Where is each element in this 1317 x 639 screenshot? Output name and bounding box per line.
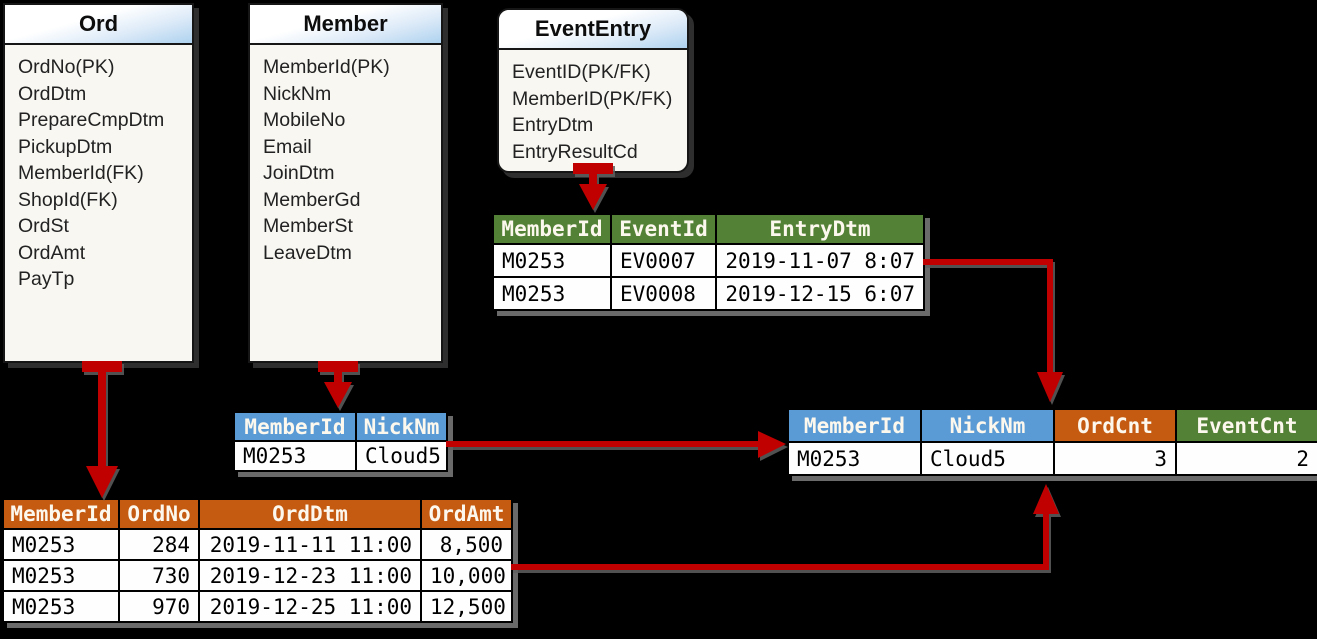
cell-ordamt: 8,500 [420, 528, 513, 561]
entity-field: ShopId(FK) [18, 188, 118, 211]
entity-field: MobileNo [263, 109, 346, 131]
cell-orddtm: 2019-12-25 11:00 [198, 590, 422, 623]
entity-field: JoinDtm [263, 162, 335, 184]
entity-field: LeaveDtm [263, 241, 352, 264]
col-header-memberid: MemberId [492, 213, 612, 245]
entity-box-evententry: EventEntry EventID(PK/FK) MemberID(PK/FK… [497, 8, 689, 173]
entity-field: MemberSt [263, 215, 353, 237]
table-header-row: MemberId EventId EntryDtm [492, 213, 925, 245]
arrow-ord-to-ordtable-icon [82, 361, 122, 498]
table-row: M0253 Cloud5 [233, 440, 448, 472]
table-row: M0253 EV0007 2019-11-07 8:07 [492, 243, 925, 278]
entity-title-evententry: EventEntry [499, 10, 687, 50]
entity-field: MemberGd [263, 188, 361, 211]
cell-ordno: 730 [118, 559, 200, 592]
entity-title-ord: Ord [5, 5, 192, 45]
col-header-nicknm: NickNm [920, 408, 1055, 443]
entity-field-list-member: MemberId(PK) NickNm MobileNo Email JoinD… [250, 45, 441, 266]
entity-title-text: Member [303, 11, 388, 36]
cell-ordno: 284 [118, 528, 200, 561]
cell-entrydtm: 2019-12-15 6:07 [715, 276, 925, 311]
arrow-member-to-membertable-icon [318, 361, 358, 408]
cell-ordamt: 12,500 [420, 590, 513, 623]
col-header-memberid: MemberId [233, 411, 357, 442]
cell-nicknm: Cloud5 [355, 440, 448, 472]
entity-field: EventID(PK/FK) [512, 61, 651, 83]
cell-memberid: M0253 [492, 276, 612, 311]
arrow-ordtable-to-result-icon [511, 484, 1059, 570]
col-header-orddtm: OrdDtm [198, 498, 422, 530]
col-header-memberid: MemberId [2, 498, 120, 530]
entity-field: EntryDtm [512, 114, 594, 136]
cell-memberid: M0253 [492, 243, 612, 278]
cell-orddtm: 2019-12-23 11:00 [198, 559, 422, 592]
arrow-membertable-to-result-icon [446, 431, 786, 458]
table-row: M0253 EV0008 2019-12-15 6:07 [492, 276, 925, 311]
cell-ordno: 970 [118, 590, 200, 623]
table-row: M0253 Cloud5 3 2 [787, 441, 1317, 476]
entity-field: PrepareCmpDtm [18, 109, 165, 131]
entity-field: OrdAmt [18, 241, 86, 264]
col-header-ordcnt: OrdCnt [1053, 408, 1177, 443]
col-header-eventid: EventId [610, 213, 717, 245]
cell-nicknm: Cloud5 [920, 441, 1055, 476]
table-row: M0253 730 2019-12-23 11:00 10,000 [2, 559, 513, 592]
entity-field-list-evententry: EventID(PK/FK) MemberID(PK/FK) EntryDtm … [499, 50, 687, 165]
table-ord-data: MemberId OrdNo OrdDtm OrdAmt M0253 284 2… [2, 498, 513, 623]
cell-eventcnt: 2 [1175, 441, 1317, 476]
table-header-row: MemberId NickNm [233, 411, 448, 442]
table-join-result: MemberId NickNm OrdCnt EventCnt M0253 Cl… [787, 408, 1317, 476]
table-row: M0253 284 2019-11-11 11:00 8,500 [2, 528, 513, 561]
entity-box-ord: Ord OrdNo(PK) OrdDtm PrepareCmpDtm Picku… [3, 3, 194, 363]
table-header-row: MemberId OrdNo OrdDtm OrdAmt [2, 498, 513, 530]
table-member-data: MemberId NickNm M0253 Cloud5 [233, 411, 448, 472]
cell-memberid: M0253 [787, 441, 922, 476]
col-header-ordno: OrdNo [118, 498, 200, 530]
cell-memberid: M0253 [233, 440, 357, 472]
cell-memberid: M0253 [2, 559, 120, 592]
entity-title-member: Member [250, 5, 441, 45]
col-header-memberid: MemberId [787, 408, 922, 443]
col-header-nicknm: NickNm [355, 411, 448, 442]
entity-field: MemberID(PK/FK) [512, 87, 673, 110]
entity-field: PickupDtm [18, 135, 113, 158]
cell-eventid: EV0008 [610, 276, 717, 311]
entity-field: NickNm [263, 82, 332, 105]
table-row: M0253 970 2019-12-25 11:00 12,500 [2, 590, 513, 623]
entity-field: PayTp [18, 268, 75, 290]
cell-ordcnt: 3 [1053, 441, 1177, 476]
entity-field: EntryResultCd [512, 140, 638, 163]
cell-ordamt: 10,000 [420, 559, 513, 592]
cell-memberid: M0253 [2, 528, 120, 561]
cell-memberid: M0253 [2, 590, 120, 623]
entity-title-text: EventEntry [534, 16, 652, 41]
col-header-ordamt: OrdAmt [420, 498, 513, 530]
entity-field: OrdSt [18, 215, 69, 237]
col-header-eventcnt: EventCnt [1175, 408, 1317, 443]
entity-box-member: Member MemberId(PK) NickNm MobileNo Emai… [248, 3, 443, 363]
table-header-row: MemberId NickNm OrdCnt EventCnt [787, 408, 1317, 443]
cell-entrydtm: 2019-11-07 8:07 [715, 243, 925, 278]
col-header-entrydtm: EntryDtm [715, 213, 925, 245]
entity-field-list-ord: OrdNo(PK) OrdDtm PrepareCmpDtm PickupDtm… [5, 45, 192, 293]
entity-field: MemberId(PK) [263, 56, 390, 78]
cell-orddtm: 2019-11-11 11:00 [198, 528, 422, 561]
arrow-eventtable-to-result-icon [923, 259, 1063, 402]
entity-field: Email [263, 135, 312, 158]
entity-field: OrdNo(PK) [18, 56, 115, 78]
entity-field: MemberId(FK) [18, 162, 144, 184]
cell-eventid: EV0007 [610, 243, 717, 278]
entity-title-text: Ord [78, 11, 119, 36]
entity-field: OrdDtm [18, 82, 87, 105]
table-evententry-data: MemberId EventId EntryDtm M0253 EV0007 2… [492, 213, 925, 311]
